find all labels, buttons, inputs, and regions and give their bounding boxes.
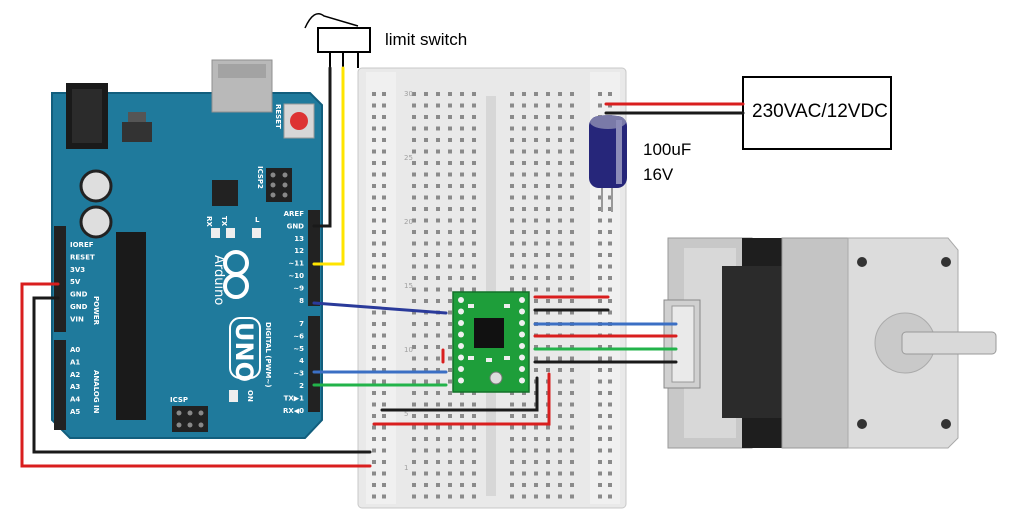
right-pin-label: 12 (294, 247, 304, 255)
icsp2-label: ICSP2 (256, 166, 264, 189)
right-pin-label: ~6 (293, 332, 304, 340)
left-pin-label: VIN (70, 315, 84, 323)
right-pin-label: RX◀0 (283, 407, 304, 415)
right-pin-label: ~5 (293, 345, 304, 353)
wire-driver-logic-gnd (380, 376, 539, 412)
left-pin-label: GND (70, 291, 88, 299)
wire-driver-logic-vdd (372, 372, 551, 426)
switch-lever (304, 13, 359, 29)
power-supply-box (742, 76, 892, 150)
capacitor-1 (79, 169, 113, 203)
right-pin-label: ~11 (288, 260, 304, 268)
electrolytic-capacitor (589, 115, 627, 212)
right-pin-label: GND (287, 222, 305, 230)
capacitor-value-label: 100uF (643, 140, 691, 159)
left-pin-label: A0 (70, 346, 80, 354)
arduino-infinity-icon (223, 250, 249, 299)
left-pin-label: IOREF (70, 241, 94, 249)
icsp-label: ICSP (170, 396, 188, 404)
l-led-label: L (255, 216, 260, 224)
right-pin-label: ~10 (288, 272, 304, 280)
switch-body (317, 27, 371, 53)
tx-label: TX (220, 216, 228, 227)
analog-label: ANALOG IN (92, 370, 100, 414)
right-pin-label: 2 (299, 382, 304, 390)
power-header (54, 226, 66, 332)
bb-num-15: 15 (404, 282, 413, 290)
capacitor-2 (79, 205, 113, 239)
rx-label: RX (205, 216, 213, 227)
limit-switch (304, 13, 371, 68)
stepper-motor (663, 237, 997, 449)
left-pin-label: A1 (70, 358, 80, 366)
right-pin-label: 7 (299, 320, 304, 328)
wire-5v (20, 282, 372, 468)
capacitor-voltage-label: 16V (643, 165, 674, 184)
bb-num-20: 20 (404, 218, 413, 226)
right-pin-labels: AREF GND 13 12 ~11 ~10 ~9 8 7 ~6 ~5 4 ~3 2TX▶1RX◀0 (283, 210, 304, 415)
icsp-header (172, 406, 208, 432)
left-pin-label: A3 (70, 383, 80, 391)
breadboard-row-numbers: 30 25 20 15 10 5 1 (404, 90, 413, 472)
right-pin-label: AREF (284, 210, 305, 218)
driver-chip (474, 318, 504, 348)
arduino-logo-text: Arduino (211, 255, 226, 305)
left-pin-label: A5 (70, 408, 80, 416)
uno-label: UNO (230, 322, 258, 382)
arduino-uno-board: RESET ICSP2 RX TX L Arduino UNO ON (51, 59, 323, 439)
reset-label: RESET (274, 104, 282, 129)
wire-switch-signal (312, 66, 345, 266)
digital-header-bottom (308, 316, 320, 412)
limit-switch-label: limit switch (385, 30, 467, 49)
right-pin-label: ~9 (293, 284, 304, 292)
power-label: POWER (92, 296, 100, 326)
bb-num-10: 10 (404, 346, 413, 354)
analog-header (54, 340, 66, 430)
bb-num-25: 25 (404, 154, 413, 162)
bb-num-30: 30 (404, 90, 413, 98)
left-pin-label: RESET (70, 253, 95, 261)
motor-shaft (901, 331, 997, 355)
atmega-chip (116, 232, 146, 420)
right-pin-label: 13 (294, 235, 304, 243)
wires (20, 66, 745, 468)
breadboard: 30 25 20 15 10 5 1 (357, 67, 627, 509)
digital-header-top (308, 210, 320, 306)
wire-pin8-driver (312, 301, 448, 315)
left-pin-label: GND (70, 303, 88, 311)
wire-switch-gnd (312, 66, 332, 228)
right-pin-label: ~3 (293, 370, 304, 378)
right-pin-label: TX▶1 (284, 394, 305, 402)
wire-gnd (32, 296, 372, 454)
driver-potentiometer[interactable] (489, 371, 503, 385)
stepper-driver-board (452, 291, 530, 393)
on-label: ON (246, 390, 254, 402)
digital-label: DIGITAL (PWM~) (264, 322, 272, 387)
bb-num-5: 5 (404, 410, 408, 418)
bb-num-1: 1 (404, 464, 408, 472)
left-pin-label: 5V (70, 278, 81, 286)
left-pin-label: 3V3 (70, 266, 85, 274)
left-pin-label: A2 (70, 371, 80, 379)
icsp2-header (266, 168, 292, 202)
right-pin-label: 8 (299, 297, 304, 305)
left-pin-label: A4 (70, 396, 80, 404)
power-supply-label: 230VAC/12VDC (752, 101, 888, 122)
right-pin-label: 4 (299, 357, 304, 365)
